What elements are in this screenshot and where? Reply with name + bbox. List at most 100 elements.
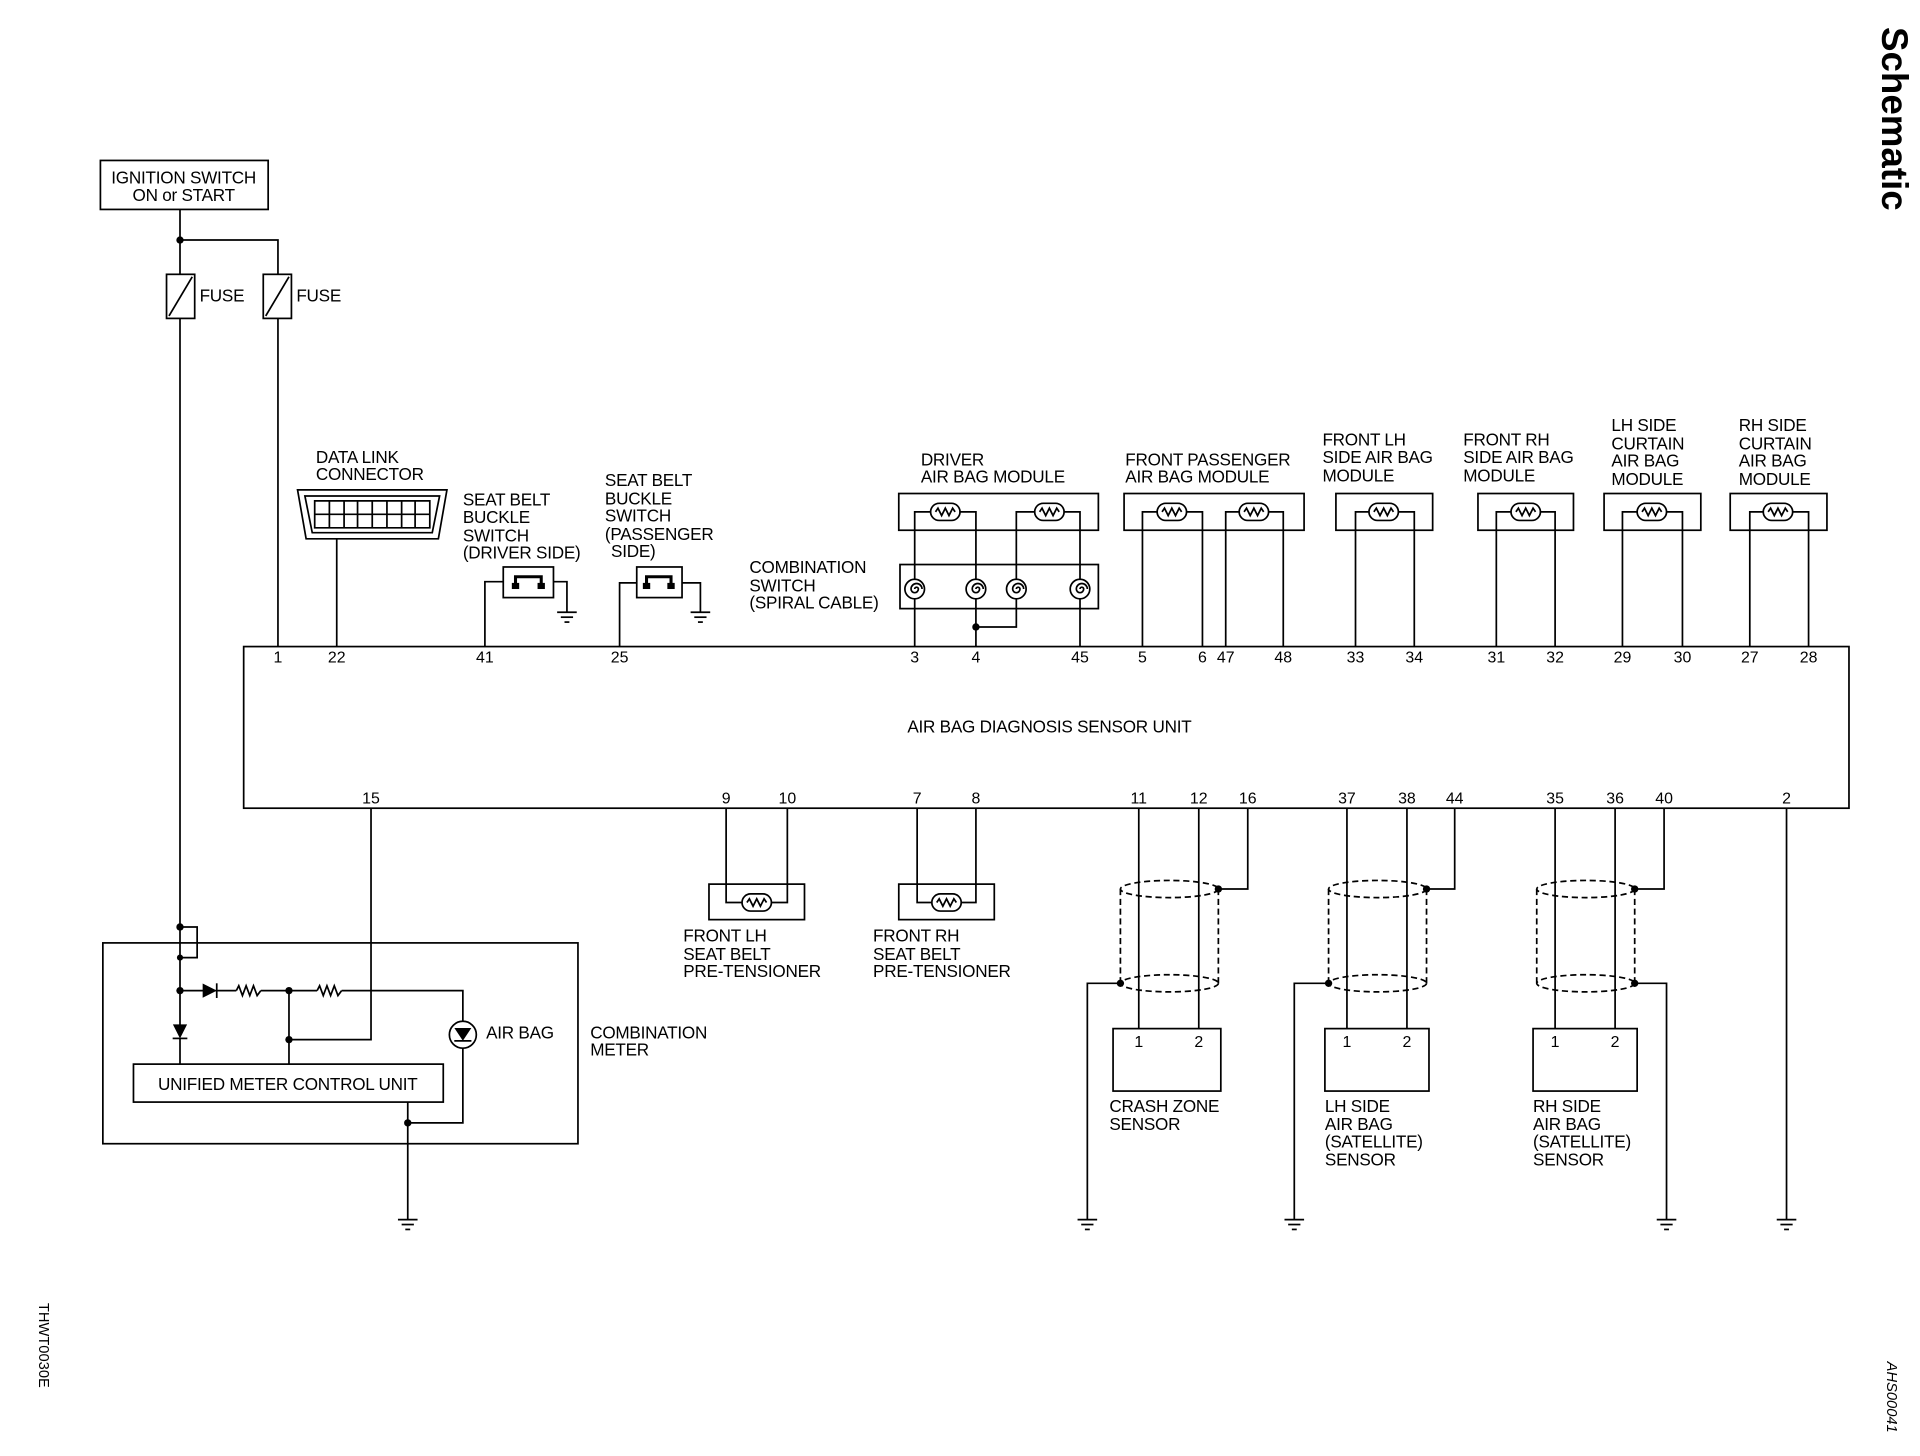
squib-icon xyxy=(1368,502,1400,522)
front-rh-side-module-label-line1: FRONT RH xyxy=(1463,430,1549,450)
pin-label: 37 xyxy=(1338,790,1356,807)
ground-icon xyxy=(1283,1218,1305,1231)
air-bag-warning-lamp-label: AIR BAG xyxy=(486,1022,554,1042)
crash-zone-sensor-label-line1: CRASH ZONE xyxy=(1109,1096,1219,1116)
wire-front-rh-side-module xyxy=(1495,511,1556,647)
front-passenger-module-box xyxy=(1123,492,1305,532)
pin-label: 25 xyxy=(611,649,629,666)
lh-satellite-sensor-label-line2: AIR BAG xyxy=(1325,1114,1393,1134)
squib-icon xyxy=(1238,502,1270,522)
squib-icon xyxy=(1510,502,1542,522)
seat-belt-buckle-switch-driver: SEAT BELT BUCKLE SWITCH (DRIVER SIDE) xyxy=(463,490,581,599)
ground-icon xyxy=(1655,1218,1678,1231)
seat-belt-switch-passenger-label-line2: BUCKLE xyxy=(605,489,672,509)
pin-label: 41 xyxy=(476,649,494,666)
crash-zone-sensor-label-line2: SENSOR xyxy=(1109,1114,1180,1134)
wire-rh-curtain-module xyxy=(1748,511,1810,647)
shield-icon xyxy=(1119,973,1220,993)
wire-lh-curtain-module xyxy=(1621,511,1684,647)
front-rh-seat-belt-pretensioner: FRONT RH SEAT BELT PRE-TENSIONER xyxy=(873,883,1011,981)
fuse-left-label: FUSE xyxy=(200,285,245,305)
wire-driver-module xyxy=(913,511,1081,647)
front-lh-side-air-bag-module: FRONT LH SIDE AIR BAG MODULE xyxy=(1322,430,1434,532)
shield-icon xyxy=(1327,879,1428,899)
rh-satellite-sensor-label-line3: (SATELLITE) xyxy=(1533,1131,1631,1151)
splice-dot xyxy=(176,923,184,931)
seat-belt-buckle-switch-passenger: SEAT BELT BUCKLE SWITCH (PASSENGER SIDE) xyxy=(605,470,714,599)
resistor-icon xyxy=(316,983,343,998)
wire-ignition-feed xyxy=(179,209,279,275)
data-link-connector-label-line2: CONNECTOR xyxy=(316,464,424,484)
front-rh-side-module-label-line2: SIDE AIR BAG xyxy=(1463,447,1573,467)
pin-label: 30 xyxy=(1674,649,1692,666)
shield-sides xyxy=(1327,889,1428,984)
wire-front-passenger-module xyxy=(1141,511,1285,647)
shield-icon xyxy=(1327,973,1428,993)
shield-icon xyxy=(1535,973,1636,993)
rh-curtain-module-label-line3: AIR BAG xyxy=(1739,451,1807,471)
lh-satellite-sensor-label-line1: LH SIDE xyxy=(1325,1096,1390,1116)
wire-front-lh-side-module xyxy=(1354,511,1416,647)
wire-front-rh-pretensioner xyxy=(916,808,977,904)
ground-icon xyxy=(689,611,712,623)
rh-curtain-module-box xyxy=(1729,492,1828,532)
seat-belt-switch-driver-label-line2: BUCKLE xyxy=(463,507,530,527)
front-lh-side-module-label-line1: FRONT LH xyxy=(1322,430,1405,450)
fuse-left: FUSE xyxy=(165,273,245,320)
splice-dot xyxy=(1214,885,1223,893)
spiral-cable-icon xyxy=(1005,578,1027,600)
front-passenger-air-bag-module: FRONT PASSENGER AIR BAG MODULE xyxy=(1123,449,1305,532)
wire-pin25-to-passenger-buckle xyxy=(618,582,702,647)
led-diode-icon xyxy=(454,1028,472,1041)
shield-sides xyxy=(1119,889,1220,984)
crash-zone-sensor: 1 2 CRASH ZONE SENSOR xyxy=(1076,808,1249,1231)
lh-curtain-module-label-line3: AIR BAG xyxy=(1611,451,1679,471)
rh-satellite-sensor-label-line1: RH SIDE xyxy=(1533,1096,1601,1116)
pin-label: 4 xyxy=(971,649,980,666)
section-title: Schematic xyxy=(1874,27,1915,211)
front-lh-pretensioner-label-line1: FRONT LH xyxy=(683,926,766,946)
figure-code-left: THWT0030E xyxy=(35,1303,51,1388)
front-passenger-module-label-line2: AIR BAG MODULE xyxy=(1125,466,1269,486)
seat-belt-switch-driver-box xyxy=(502,566,555,599)
splice-dot xyxy=(285,1035,293,1044)
sensor-pin-label: 2 xyxy=(1403,1034,1412,1051)
switch-contact-icon xyxy=(645,575,673,587)
squib-icon xyxy=(1636,502,1668,522)
data-link-connector-pins xyxy=(313,500,431,529)
resistor-icon xyxy=(235,983,262,998)
splice-dot xyxy=(1422,885,1431,893)
wire-front-lh-pretensioner xyxy=(725,808,789,904)
driver-air-bag-module-label-line1: DRIVER xyxy=(921,449,984,469)
air-bag-diagnosis-sensor-unit: AIR BAG DIAGNOSIS SENSOR UNIT 1 22 41 25… xyxy=(242,645,1850,810)
pin-label: 22 xyxy=(328,649,346,666)
pin-label: 34 xyxy=(1405,649,1423,666)
front-lh-side-module-label-line2: SIDE AIR BAG xyxy=(1322,447,1432,467)
ignition-switch-box xyxy=(99,159,270,211)
data-link-connector-label-line1: DATA LINK xyxy=(316,447,400,467)
pin-label: 11 xyxy=(1131,790,1148,807)
splice-dot xyxy=(1116,979,1125,987)
spiral-cable-icon xyxy=(904,578,926,600)
squib-icon xyxy=(929,502,961,522)
front-lh-side-module-label-line3: MODULE xyxy=(1322,465,1394,485)
switch-terminal xyxy=(642,582,651,590)
wire-meter-to-pin15 xyxy=(288,808,372,1065)
squib-icon xyxy=(930,893,963,912)
driver-air-bag-module: DRIVER AIR BAG MODULE xyxy=(897,449,1100,532)
pin-label: 8 xyxy=(971,790,980,807)
lh-satellite-sensor-box xyxy=(1324,1027,1430,1092)
shield-icon xyxy=(1119,879,1220,899)
combination-switch: COMBINATION SWITCH (SPIRAL CABLE) xyxy=(749,557,1100,613)
fuse-right-label: FUSE xyxy=(296,285,341,305)
squib-icon xyxy=(1156,502,1188,522)
shield-icon xyxy=(1535,879,1636,899)
shield-sides xyxy=(1535,889,1636,984)
pin-label: 7 xyxy=(913,790,922,807)
front-rh-side-module-box xyxy=(1477,492,1575,532)
combination-meter-label-line1: COMBINATION xyxy=(590,1022,707,1042)
rh-satellite-sensor-label-line4: SENSOR xyxy=(1533,1150,1604,1170)
sensor-unit-box xyxy=(242,645,1850,810)
unified-meter-control-unit-box xyxy=(132,1063,445,1103)
